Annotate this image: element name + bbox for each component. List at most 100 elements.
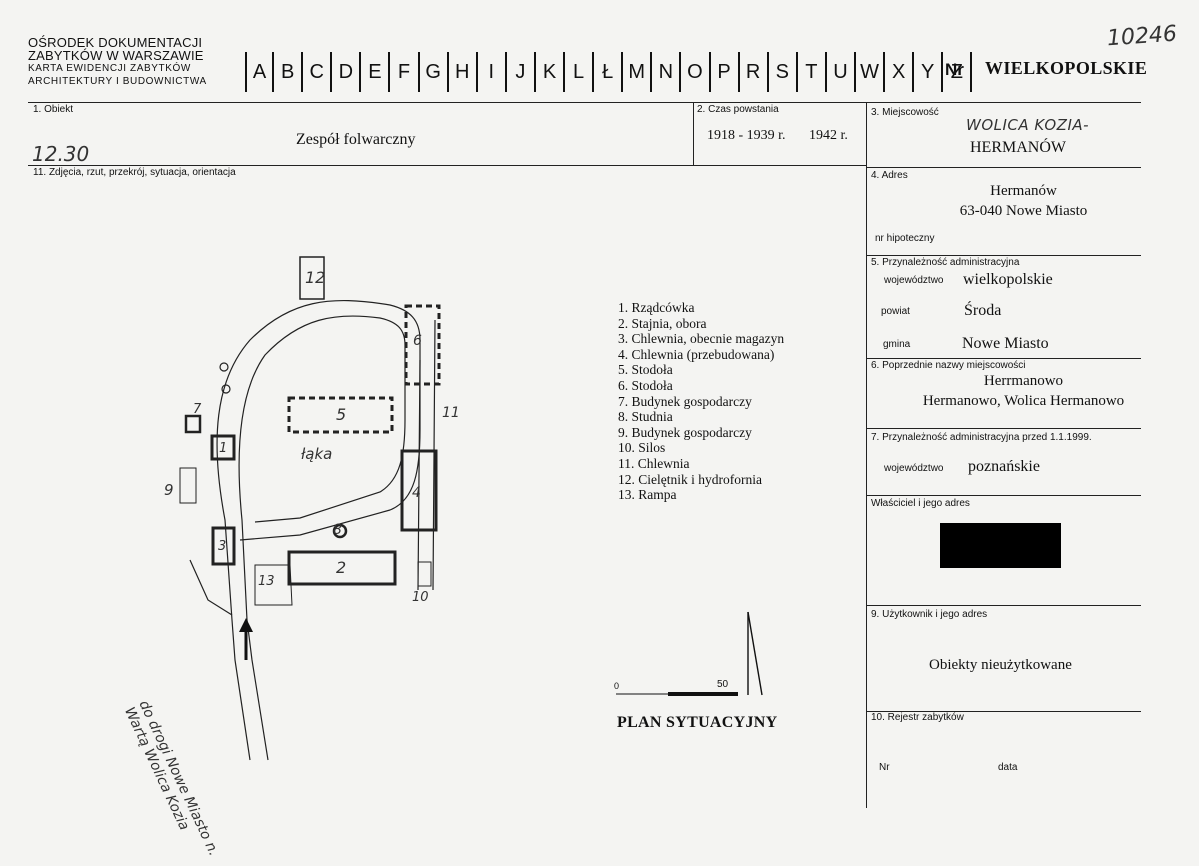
- legend-item: 3. Chlewnia, obecnie magazyn: [618, 331, 785, 347]
- adres-line1: Hermanów: [990, 183, 1057, 199]
- letter-cell: L: [565, 52, 595, 92]
- rejestr-nr-label: Nr: [879, 762, 890, 773]
- letter-cell: S: [769, 52, 798, 92]
- divider: [866, 358, 1141, 359]
- divider: [866, 605, 1141, 606]
- card-number: 10246: [1106, 21, 1178, 52]
- letter-cell: Ł: [594, 52, 624, 92]
- rampa-shape: [254, 564, 293, 606]
- hipoteczny-label: nr hipoteczny: [875, 233, 935, 244]
- miejscowosc-label: 3. Miejscowość: [871, 107, 939, 118]
- scale-fifty: 50: [717, 679, 729, 690]
- letter-cell: X: [885, 52, 915, 92]
- przed-1999-label: 7. Przynależność administracyjna przed 1…: [871, 432, 1092, 443]
- plan-label-10: 10: [412, 590, 429, 605]
- letter-cell: J: [507, 52, 536, 92]
- site-plan-drawing: [179, 256, 763, 761]
- plan-label-3: 3: [218, 539, 227, 554]
- road-south: [231, 619, 269, 761]
- org-line1: OŚRODEK DOKUMENTACJI: [28, 35, 203, 50]
- scale-bar: [616, 692, 738, 696]
- letter-cell: O: [681, 52, 711, 92]
- legend-item: 7. Budynek gospodarczy: [618, 393, 752, 409]
- obiekt-value: Zespół folwarczny: [296, 131, 416, 148]
- letter-cell: A: [245, 52, 275, 92]
- legend-item: 12. Cielętnik i hydrofornia: [618, 471, 762, 487]
- road-west: [189, 559, 233, 616]
- org-line2: ZABYTKÓW W WARSZAWIE: [28, 48, 204, 63]
- letter-cell: M: [623, 52, 653, 92]
- letter-cell: P: [711, 52, 740, 92]
- org-line3: KARTA EWIDENCJI ZABYTKÓW: [28, 63, 191, 74]
- poprzednie-line2: Hermanowo, Wolica Hermanowo: [922, 393, 1125, 409]
- legend-item: 2. Stajnia, obora: [618, 315, 707, 331]
- plan-label-13: 13: [258, 574, 275, 589]
- plan-title: PLAN SYTUACYJNY: [617, 714, 778, 731]
- plan-label-7: 7: [193, 402, 202, 417]
- obiekt-label: 1. Obiekt: [33, 104, 74, 115]
- org-header: OŚRODEK DOKUMENTACJI ZABYTKÓW W WARSZAWI…: [28, 36, 238, 88]
- meadow-label: łąka: [301, 445, 333, 463]
- road-right: [417, 319, 436, 591]
- legend-item: 9. Budynek gospodarczy: [618, 424, 752, 440]
- legend-item: 10. Silos: [618, 440, 666, 456]
- poprzednie-label: 6. Poprzednie nazwy miejscowości: [871, 360, 1026, 371]
- letter-cell: D: [332, 52, 362, 92]
- letter-cell: I: [478, 52, 507, 92]
- divider: [866, 255, 1141, 256]
- letter-cell: K: [536, 52, 566, 92]
- divider: [866, 495, 1141, 496]
- plan-label-2: 2: [336, 558, 347, 577]
- plan-label-8: 8: [333, 522, 342, 538]
- redaction-block: [940, 523, 1061, 568]
- letter-cell: B: [274, 52, 304, 92]
- powiat-value: Środa: [964, 302, 1002, 319]
- czas-value-2: 1942 r.: [809, 128, 848, 143]
- rejestr-data-label: data: [998, 762, 1018, 773]
- adres-label: 4. Adres: [871, 170, 908, 181]
- czas-value-1: 1918 - 1939 r.: [707, 128, 786, 143]
- poprzednie-line1: Herrmanowo: [983, 373, 1064, 389]
- przynaleznosc-label: 5. Przynależność administracyjna: [871, 257, 1020, 268]
- org-line4: ARCHITEKTURY I BUDOWNICTWA: [28, 76, 207, 87]
- letter-cell: E: [361, 52, 391, 92]
- entrance-arrow: [239, 618, 253, 660]
- plan-label-1: 1: [219, 441, 228, 456]
- plan-label-9: 9: [164, 481, 174, 499]
- uzytkownik-label: 9. Użytkownik i jego adres: [871, 609, 988, 620]
- divider: [866, 711, 1141, 712]
- legend-item: 6. Stodoła: [618, 377, 673, 393]
- letter-cell: G: [420, 52, 449, 92]
- plan-label-12: 12: [305, 268, 326, 287]
- wojewodztwo-value: wielkopolskie: [963, 271, 1053, 288]
- plan-label-6: 6: [413, 333, 422, 349]
- nr-label: Nr: [945, 60, 964, 79]
- plan-label-11: 11: [442, 405, 460, 421]
- letter-cell: Z: [943, 52, 973, 92]
- gmina-value: Nowe Miasto: [962, 335, 1049, 352]
- plan-label-4: 4: [412, 485, 421, 501]
- wojewodztwo-label: województwo: [884, 275, 944, 286]
- gmina-label: gmina: [883, 339, 911, 350]
- letter-cell: C: [303, 52, 333, 92]
- powiat-label: powiat: [881, 306, 910, 317]
- czas-label: 2. Czas powstania: [697, 104, 779, 115]
- wojewodztwo-przed-value: poznańskie: [968, 458, 1040, 475]
- divider: [866, 167, 1141, 168]
- letter-cell: F: [390, 52, 420, 92]
- letter-cell: H: [449, 52, 478, 92]
- region-title: WIELKOPOLSKIE: [985, 58, 1148, 78]
- divider: [28, 165, 866, 166]
- divider: [28, 102, 1141, 103]
- obiekt-handnote: 12.30: [32, 142, 90, 166]
- legend-item: 1. Rządcówka: [618, 300, 695, 315]
- miejscowosc-value: HERMANÓW: [970, 139, 1066, 156]
- north-arrow: [747, 611, 763, 696]
- legend-item: 5. Stodoła: [618, 362, 673, 378]
- letter-cell: W: [856, 52, 886, 92]
- divider: [866, 428, 1141, 429]
- uzytkownik-value: Obiekty nieużytkowane: [929, 657, 1072, 673]
- divider: [866, 102, 867, 808]
